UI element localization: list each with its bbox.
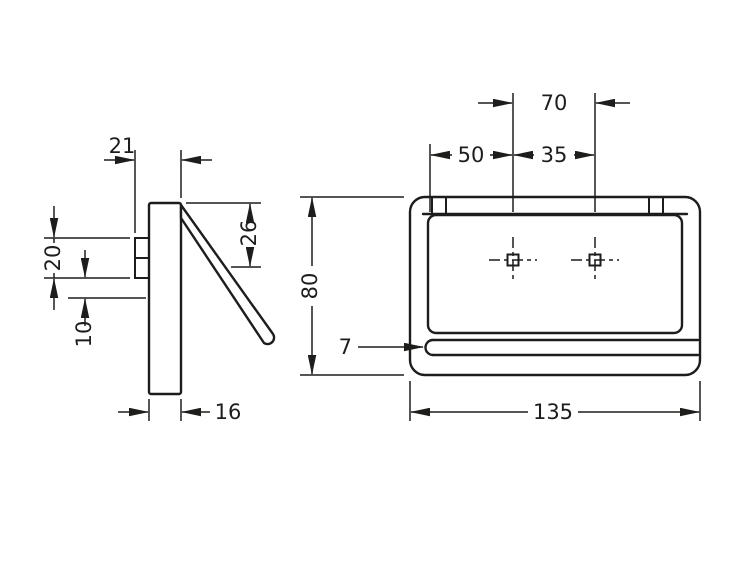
dim-bracket-to-center-label: 10 xyxy=(72,321,96,348)
dimension-first-to-second-hole: 35 xyxy=(513,143,595,167)
dimension-rod-thickness: 7 xyxy=(339,335,424,359)
dimension-overall-width: 135 xyxy=(409,381,701,424)
dim-overall-height-label: 80 xyxy=(298,273,322,300)
dimension-plate-depth: 16 xyxy=(118,399,241,424)
dimension-overall-height: 80 xyxy=(298,196,404,376)
dimension-bracket-to-center: 10 xyxy=(68,250,146,347)
dimension-bracket-height: 20 xyxy=(41,206,130,310)
dimension-top-depth: 21 xyxy=(104,134,212,233)
dim-overall-width-label: 135 xyxy=(533,400,573,424)
dim-top-depth-label: 21 xyxy=(109,134,136,158)
side-plate xyxy=(147,201,183,396)
dim-edge-to-first-hole-label: 50 xyxy=(458,143,485,167)
dimension-cover-top-offset: 26 xyxy=(186,202,261,268)
side-view: 21 26 20 10 xyxy=(41,134,276,424)
dimension-edge-to-first-hole: 50 xyxy=(429,143,513,212)
front-cover-plate xyxy=(426,213,684,335)
side-cover-flap xyxy=(179,203,276,346)
dim-hole-spacing-label: 70 xyxy=(541,91,568,115)
dim-plate-depth-label: 16 xyxy=(215,400,242,424)
dim-first-to-second-hole-label: 35 xyxy=(541,143,568,167)
dim-rod-thickness-label: 7 xyxy=(339,335,352,359)
front-view: 70 50 35 80 7 xyxy=(298,91,702,424)
dim-bracket-height-label: 20 xyxy=(41,245,65,272)
screw-mark-left xyxy=(489,237,537,283)
screw-mark-right xyxy=(571,237,619,283)
dimension-hole-spacing: 70 xyxy=(478,91,630,212)
front-roll-rod xyxy=(424,338,700,357)
dim-cover-top-offset-label: 26 xyxy=(237,220,261,247)
